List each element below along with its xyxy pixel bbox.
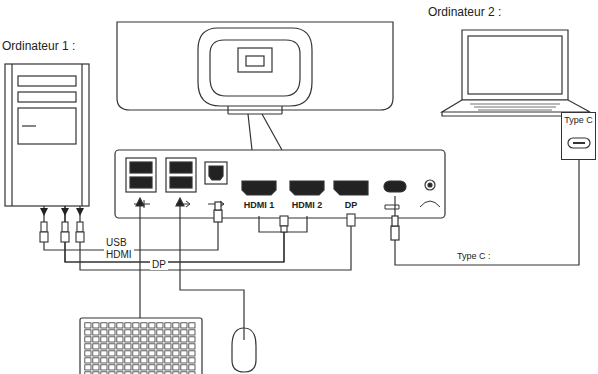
cable-label: HDMI <box>104 249 134 260</box>
type-c-port-icon <box>566 135 592 151</box>
callout-text: Type C <box>564 116 593 126</box>
computer-heading: Ordinateur 2 : <box>428 6 501 19</box>
port-label: HDMI 1 <box>244 201 275 211</box>
computer: Ordinateur 1 : <box>5 64 89 206</box>
cable <box>65 206 307 262</box>
port-label: DP <box>345 201 358 211</box>
computer-heading: Ordinateur 1 : <box>2 40 75 53</box>
cable-label: Type C : <box>455 252 493 262</box>
port: HDMI 2 <box>286 178 328 216</box>
port: HDMI 1 <box>238 178 280 216</box>
port: DP <box>330 178 372 216</box>
cable <box>80 206 351 270</box>
cable <box>65 206 284 262</box>
port-label: HDMI 2 <box>292 201 323 211</box>
cable-label: DP <box>150 259 168 270</box>
callout-box: Type C <box>561 112 596 160</box>
cable-label: USB <box>104 237 129 248</box>
computer: Ordinateur 2 : <box>440 28 590 116</box>
